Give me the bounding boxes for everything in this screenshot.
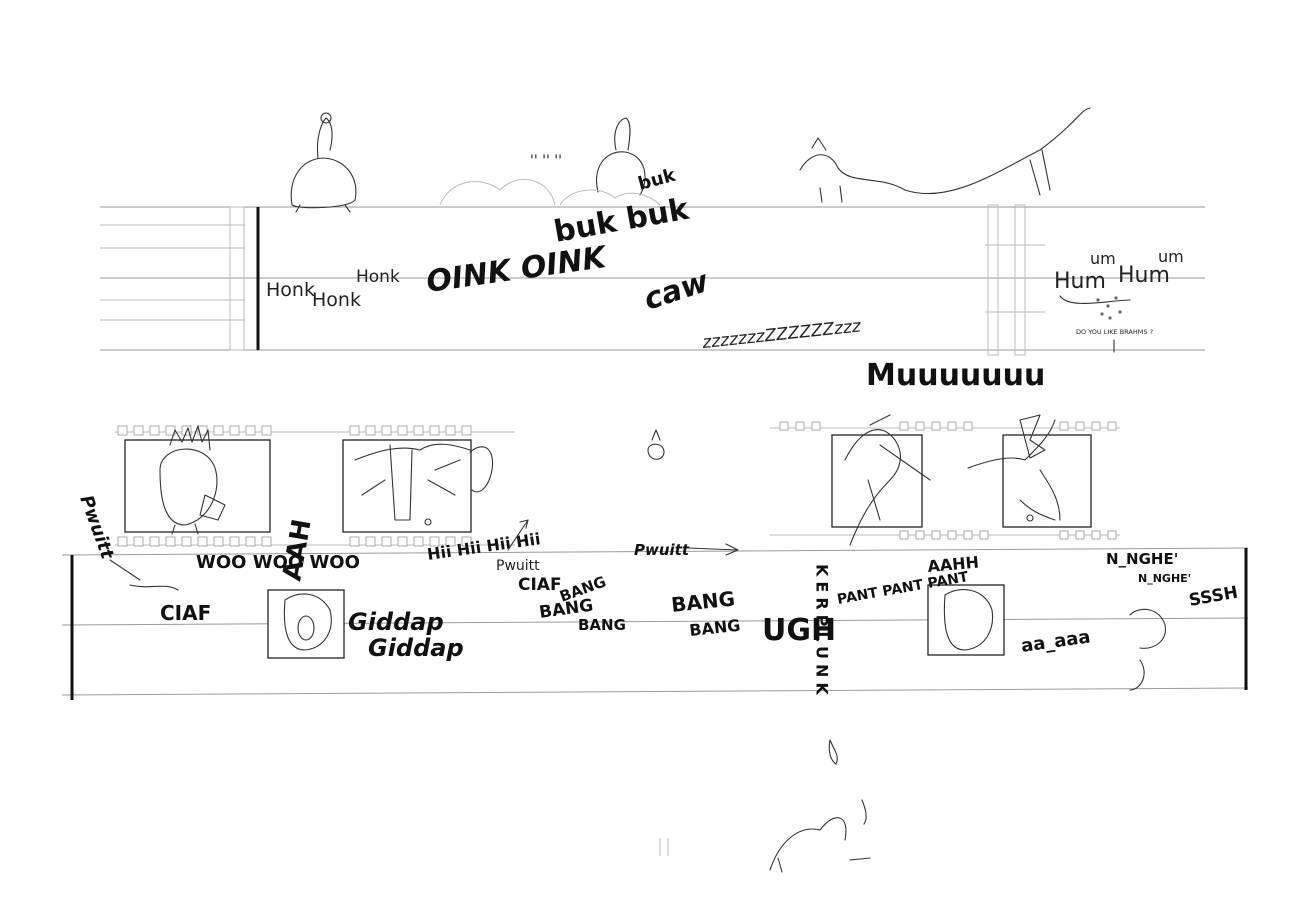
sssh: SSSH — [1187, 583, 1239, 611]
bang-4: BANG — [670, 586, 736, 617]
bird-sketch-2 — [559, 117, 661, 206]
nnghe-1: N_NGHE' — [1106, 550, 1178, 568]
film-strip-right — [770, 421, 1120, 540]
ciaf-1: CIAF — [160, 601, 211, 625]
hum-2: Hum — [1118, 263, 1170, 288]
upper-words: Honk Honk Honk OINK OINK buk buk buk caw… — [266, 165, 1184, 393]
woo-woo: WOO WOO WOO — [196, 552, 360, 573]
honk-3: Honk — [356, 267, 400, 287]
bird-sketch-1 — [290, 112, 357, 213]
ciaf-2: CIAF — [518, 575, 562, 595]
upper-staff — [100, 204, 1205, 356]
moo: Muuuuuuu — [866, 358, 1045, 393]
buk-buk: buk buk — [551, 192, 692, 250]
indian-chief-sketch — [159, 425, 226, 535]
cowboy-duel-sketch — [354, 443, 494, 526]
bird-tiny-sketch — [647, 429, 665, 460]
oink-oink: OINK OINK — [424, 240, 610, 300]
um-2: um — [1158, 247, 1184, 266]
pwuitt-3: Pwuitt — [634, 541, 690, 559]
brahms-sign: DO YOU LIKE BRAHMS ? — [1076, 328, 1153, 336]
bang-5: BANG — [688, 616, 741, 640]
honk-1: Honk — [266, 279, 315, 301]
dog-sketch — [799, 107, 1091, 203]
lower-frames — [267, 584, 1166, 691]
pwuitt-2: Pwuitt — [496, 558, 540, 574]
aahh: AAHH — [927, 553, 980, 576]
aah: AAH — [277, 517, 317, 583]
caw: caw — [640, 264, 714, 318]
hum-1: Hum — [1054, 269, 1106, 294]
um-1: um — [1090, 249, 1116, 268]
lower-staff — [61, 547, 1249, 700]
brahms-sketch — [1059, 295, 1131, 353]
film-strip-left — [115, 425, 515, 547]
pwuitt-1: Pwuitt — [75, 493, 118, 564]
giddap-1: Giddap — [348, 608, 444, 636]
giddap-2: Giddap — [368, 634, 464, 662]
bottom-sketch — [659, 799, 871, 873]
buk-1: buk — [636, 165, 679, 195]
aa-aaa: aa_aaa — [1020, 626, 1092, 657]
zzz: zzzzzzzZZZZZZzzz — [700, 316, 862, 353]
bang-3: BANG — [578, 616, 626, 634]
kerplunk: KERPLUNK — [813, 564, 832, 700]
honk-2: Honk — [312, 289, 361, 311]
svg-text:'' '' '': '' '' '' — [530, 153, 562, 169]
cloud-sketch: '' '' '' — [439, 153, 562, 206]
horse-rider-sketch — [844, 414, 1061, 546]
ugh: UGH — [762, 613, 836, 648]
nnghe-2: N_NGHE' — [1138, 572, 1191, 585]
